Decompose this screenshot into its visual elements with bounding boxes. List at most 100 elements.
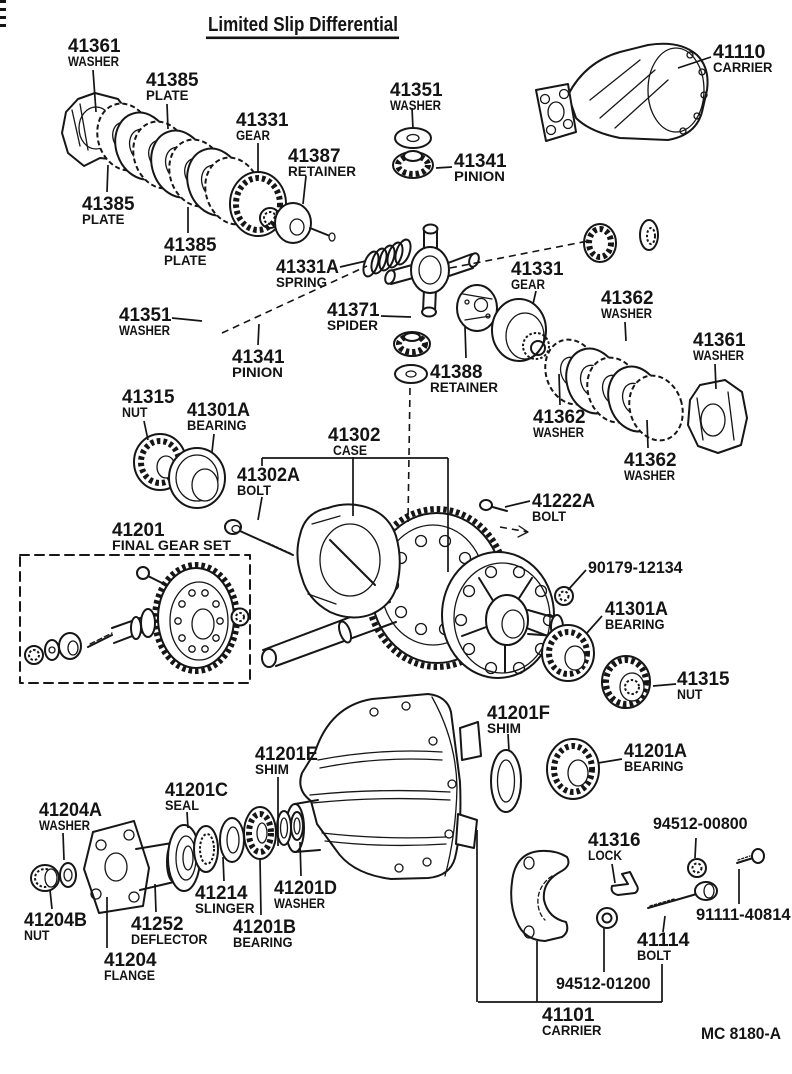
leader-line bbox=[166, 103, 169, 130]
part-number: 41316 bbox=[588, 830, 641, 851]
part-label-94512-01200-43: 94512-01200 bbox=[556, 974, 651, 993]
part-number: 41331 bbox=[511, 259, 564, 280]
leader-line bbox=[49, 889, 53, 910]
leader-line bbox=[92, 69, 97, 113]
part-number: 41331A bbox=[276, 257, 339, 278]
carrier-illustration bbox=[535, 42, 709, 142]
leader-line bbox=[186, 811, 189, 829]
part-number: 41110 bbox=[713, 42, 766, 63]
side-gear-right-illustration bbox=[491, 298, 547, 362]
part-number: 41315 bbox=[122, 387, 175, 408]
leader-line bbox=[597, 758, 623, 764]
scan-artifact-marks bbox=[0, 0, 6, 27]
lock-plate-illustration bbox=[610, 871, 639, 896]
leader-line bbox=[211, 433, 215, 453]
part-number: 41204A bbox=[39, 800, 102, 821]
part-number: 41385 bbox=[146, 70, 199, 91]
leader-line bbox=[143, 420, 149, 441]
part-name: WASHER bbox=[624, 468, 675, 483]
part-number: 41385 bbox=[82, 194, 135, 215]
leader-line bbox=[259, 858, 262, 916]
leader-line bbox=[504, 500, 531, 508]
part-name: BOLT bbox=[532, 509, 567, 524]
part-number: 41301A bbox=[605, 599, 668, 620]
leader-lines bbox=[49, 56, 740, 1003]
part-name: WASHER bbox=[119, 323, 170, 338]
leader-line bbox=[257, 323, 260, 346]
part-name: WASHER bbox=[533, 425, 584, 440]
part-name: BOLT bbox=[237, 483, 272, 498]
leader-line bbox=[435, 166, 453, 169]
part-name: BEARING bbox=[605, 617, 665, 632]
part-number: 41201F bbox=[487, 703, 550, 724]
part-number: 41201B bbox=[233, 917, 296, 938]
carrier-housing-illustration bbox=[285, 693, 600, 880]
part-number: 41301A bbox=[187, 400, 250, 421]
part-name: WASHER bbox=[601, 306, 652, 321]
leader-line bbox=[624, 321, 627, 342]
part-number: 41101 bbox=[542, 1005, 595, 1026]
part-name: GEAR bbox=[236, 128, 270, 143]
washer-stack-right-illustration bbox=[544, 338, 748, 454]
part-name: NUT bbox=[122, 405, 148, 420]
part-name: FINAL GEAR SET bbox=[112, 538, 232, 553]
part-labels: 41361WASHER41385PLATE41331GEAR41387RETAI… bbox=[24, 36, 791, 1038]
leader-line bbox=[411, 107, 414, 130]
part-number: 41351 bbox=[119, 305, 172, 326]
retainer-plate-illustration bbox=[456, 284, 498, 332]
part-name: BOLT bbox=[637, 948, 672, 963]
leader-line bbox=[694, 837, 697, 859]
dashed-leader-line bbox=[499, 526, 529, 533]
part-number: 41302 bbox=[328, 425, 381, 446]
part-name: PINION bbox=[454, 169, 505, 184]
leader-line bbox=[299, 841, 302, 877]
leader-line bbox=[171, 317, 203, 322]
washer-mid-illustration bbox=[394, 364, 428, 384]
leader-line bbox=[585, 615, 603, 635]
part-number: 41204B bbox=[24, 910, 87, 931]
leader-line bbox=[567, 569, 587, 591]
part-number: 41341 bbox=[454, 151, 507, 172]
part-number: 41362 bbox=[601, 288, 654, 309]
part-number: 41388 bbox=[430, 362, 483, 383]
part-number: 41204 bbox=[104, 950, 157, 971]
part-name: SPIDER bbox=[327, 318, 378, 333]
part-number: 94512-01200 bbox=[556, 974, 651, 993]
part-name: BEARING bbox=[233, 935, 293, 950]
part-label-94512-00800-34: 94512-00800 bbox=[653, 814, 748, 833]
leader-line bbox=[380, 315, 412, 318]
part-number: 41361 bbox=[693, 330, 746, 351]
page-title: Limited Slip Differential bbox=[208, 13, 398, 36]
leader-line bbox=[646, 419, 649, 449]
part-name: SHIM bbox=[487, 721, 521, 736]
leader-line bbox=[154, 883, 157, 913]
part-number: 41362 bbox=[533, 407, 586, 428]
part-name: LOCK bbox=[588, 848, 622, 863]
part-number: 41371 bbox=[327, 300, 380, 321]
lock-nut-illustration bbox=[554, 586, 574, 606]
part-name: WASHER bbox=[390, 98, 441, 113]
part-number: 41114 bbox=[637, 930, 690, 951]
leader-line bbox=[662, 915, 666, 933]
part-name: WASHER bbox=[68, 54, 119, 69]
